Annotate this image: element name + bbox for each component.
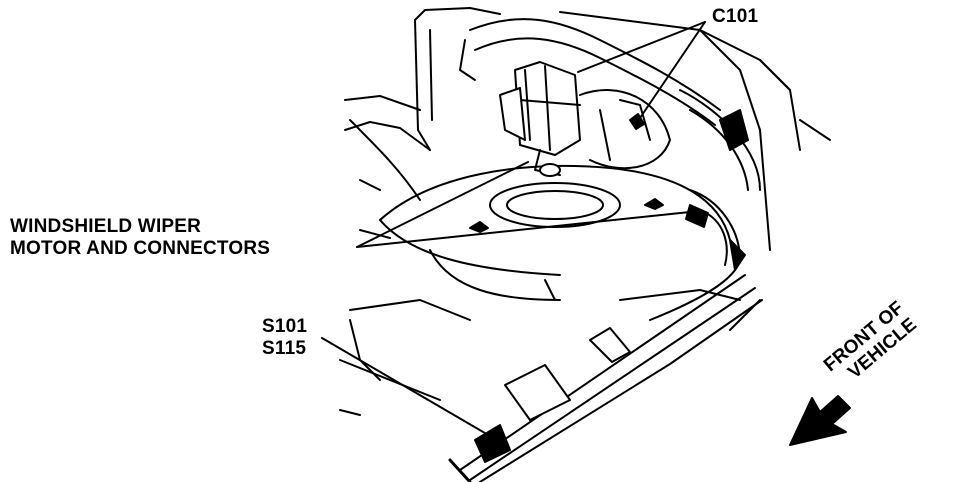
cowl-panel-outline <box>344 7 801 251</box>
wiring-harness-right <box>649 189 746 321</box>
c101-label: C101 <box>712 6 759 27</box>
wiper-motor-label-line1: WINDSHIELD WIPER <box>10 216 202 237</box>
lower-bay-panel <box>339 119 831 416</box>
strut-tower-dome <box>379 164 731 301</box>
leader-splice <box>321 337 491 437</box>
leader-wiper-a <box>356 161 529 248</box>
splice-label-s115: S115 <box>262 338 307 359</box>
leader-lines <box>321 21 706 437</box>
wiper-motor-label-line2: MOTOR AND CONNECTORS <box>10 238 271 259</box>
wiper-motor-callout: WINDSHIELD WIPER MOTOR AND CONNECTORS <box>10 216 270 260</box>
c101-callout: C101 <box>712 6 758 28</box>
splice-label-s101: S101 <box>262 316 308 337</box>
leader-c101-a <box>577 21 706 73</box>
leader-c101-b <box>639 21 706 119</box>
c101-connector <box>499 61 671 177</box>
wiring-harness-lower <box>448 274 763 482</box>
splice-callout: S101 S115 <box>262 316 307 360</box>
leader-wiper-b <box>356 211 691 248</box>
wiring-harness-upper <box>459 18 761 191</box>
front-arrow-icon <box>789 395 851 446</box>
